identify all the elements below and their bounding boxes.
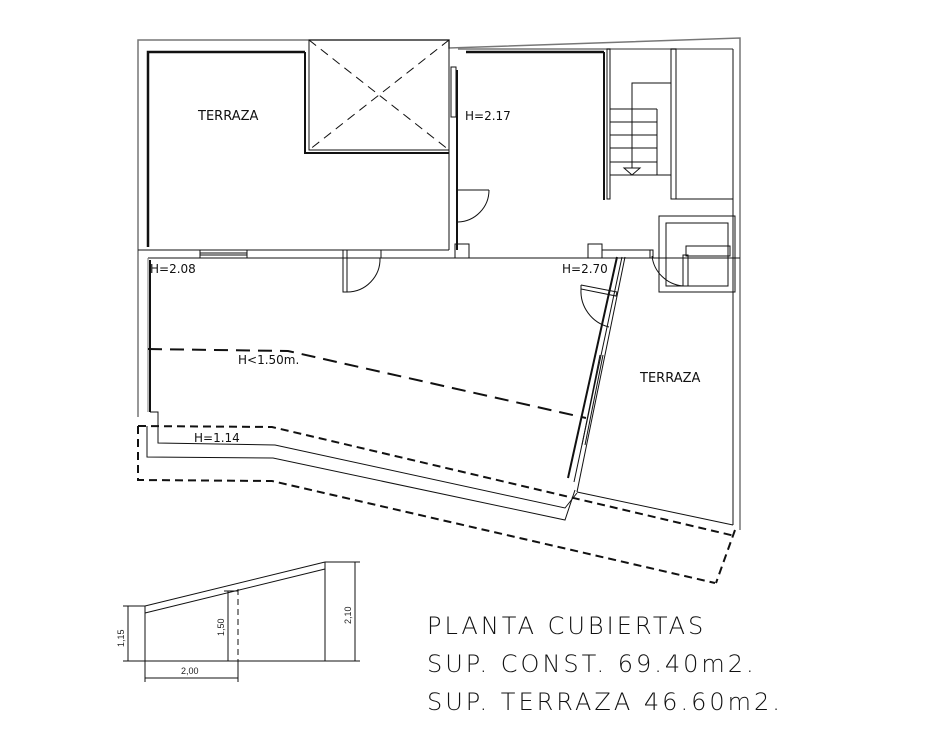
drawing-title: PLANTA CUBIERTAS (427, 612, 706, 640)
section-dim-bottom: 2,00 (181, 666, 199, 676)
room-label-terraza-right: TERRAZA (639, 371, 700, 386)
attic-room (146, 258, 734, 526)
section-dim-left: 1,15 (116, 629, 126, 647)
staircase (610, 48, 733, 200)
window-terrace-left (199, 249, 248, 259)
surface-terrace: SUP. TERRAZA 46.60m2. (427, 688, 783, 716)
shaft-box (649, 215, 736, 293)
section-diagram (123, 561, 360, 682)
height-label-eave: H=1.14 (194, 431, 240, 445)
door-corridor (342, 249, 382, 293)
eave-outline (137, 425, 736, 584)
slanted-glass-wall (567, 256, 626, 493)
terrace-left-room (138, 40, 450, 251)
room-label-terraza-left: TERRAZA (197, 109, 258, 124)
height-label-limit: H<1.50m. (238, 353, 299, 367)
skylight-void (308, 39, 450, 151)
room-upper (450, 48, 651, 259)
height-label-upper: H=2.17 (465, 109, 511, 123)
surface-built: SUP. CONST. 69.40m2. (427, 650, 757, 678)
section-dim-mid: 1,50 (216, 618, 226, 636)
height-limit-line (147, 348, 587, 419)
height-label-left: H=2.08 (150, 262, 196, 276)
section-dim-right: 2,10 (343, 606, 353, 624)
height-label-center: H=2.70 (562, 262, 608, 276)
